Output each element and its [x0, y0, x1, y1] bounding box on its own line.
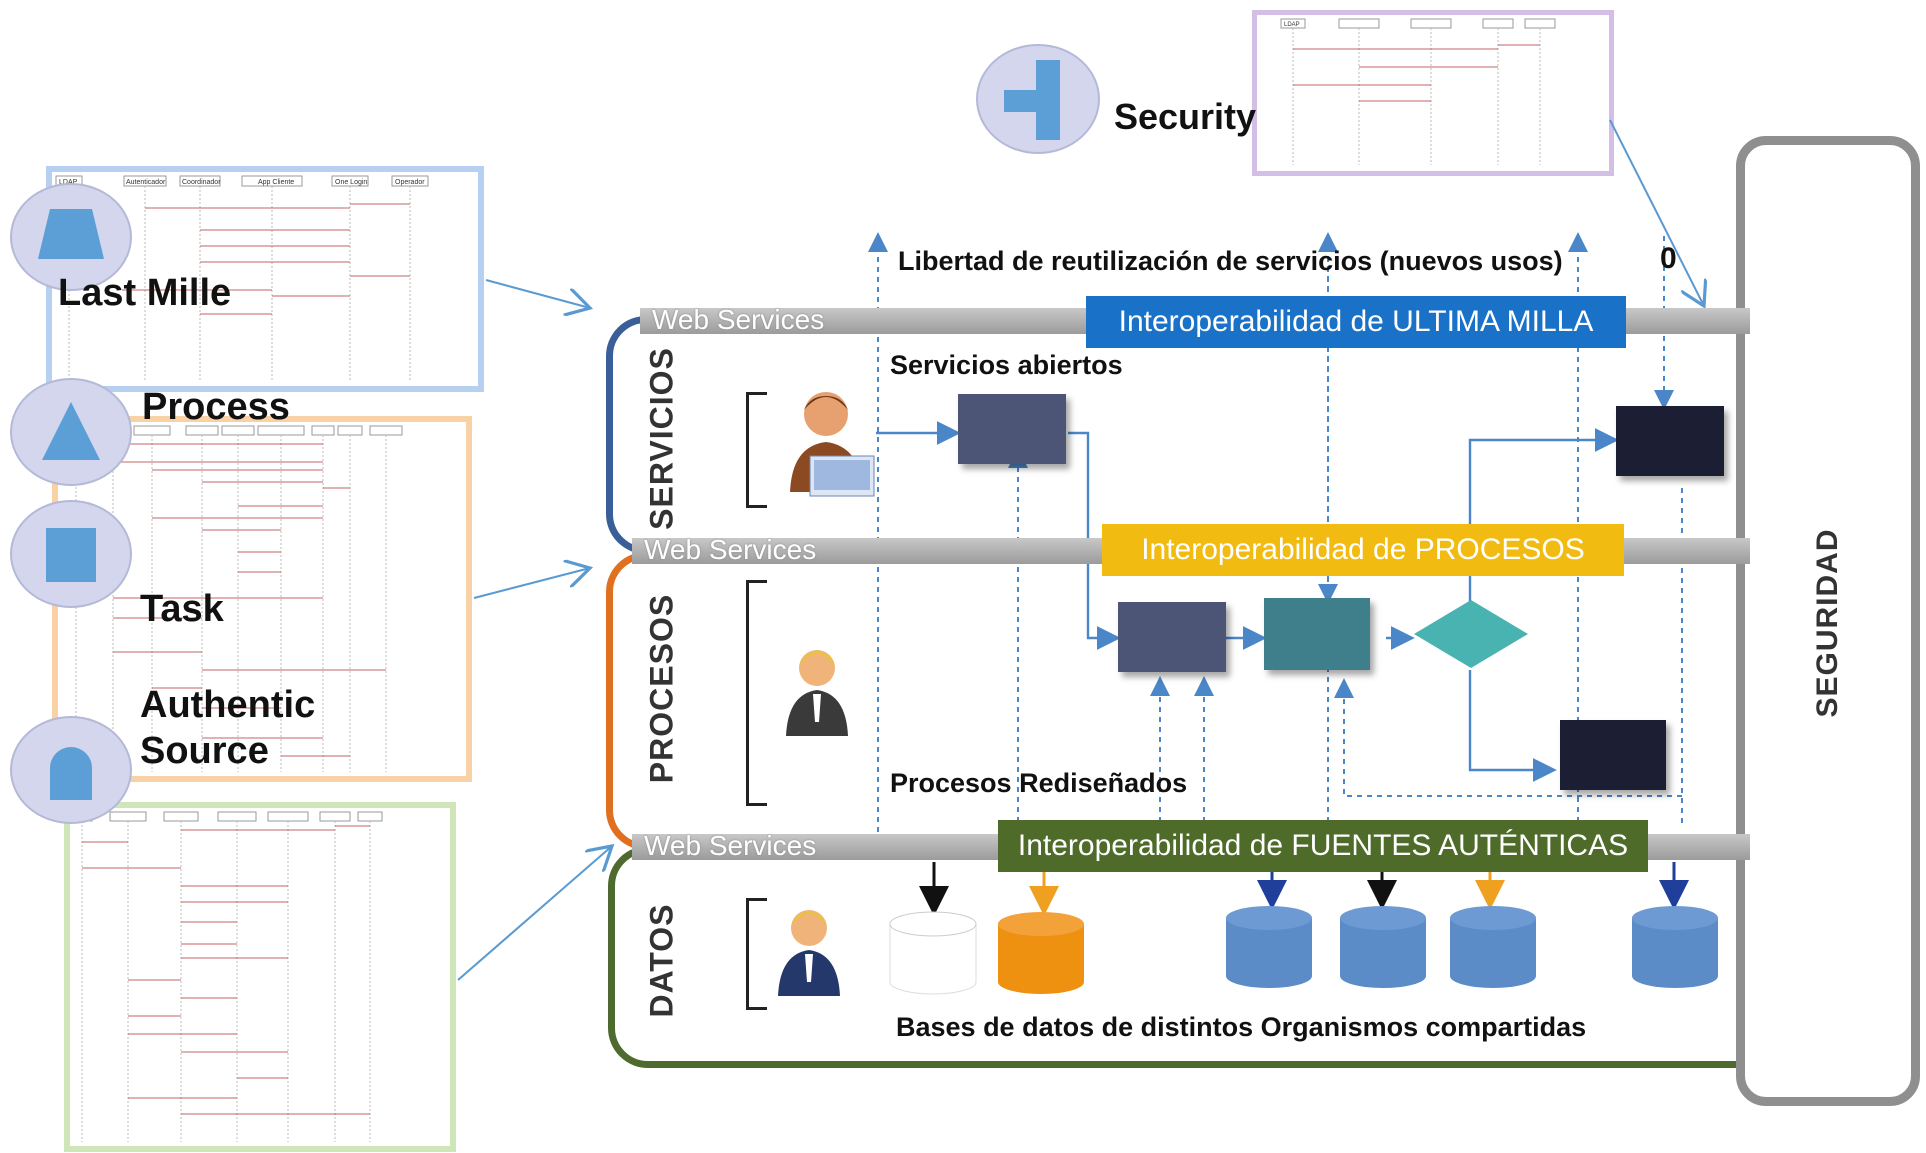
datos-label: DATOS [643, 903, 680, 1018]
square-icon [46, 528, 96, 582]
zero-mark: 0 [1660, 242, 1677, 275]
servicios-label: SERVICIOS [643, 347, 680, 530]
svg-text:LDAP: LDAP [59, 179, 78, 186]
task-circle [10, 500, 132, 608]
svg-text:One Login: One Login [335, 179, 367, 186]
last-mile-circle [10, 183, 132, 291]
process-circle [10, 378, 132, 486]
process-card: LDAP [52, 416, 472, 782]
sequence-diagram-thumbnail [71, 811, 383, 1142]
web-services-label: Web Services [652, 304, 825, 335]
authentic-source-circle [10, 716, 132, 824]
database-cylinder-blue [1340, 906, 1426, 988]
database-cylinder-blue [1226, 906, 1312, 988]
banner-ultima-milla: Interoperabilidad de ULTIMA MILLA [1086, 296, 1626, 348]
decision-diamond [1414, 600, 1528, 668]
seguridad-pillar [1736, 136, 1920, 1106]
database-cylinder-blue [1632, 906, 1718, 988]
database-cylinder-blue [1450, 906, 1536, 988]
svg-text:Coordinador: Coordinador [182, 179, 221, 186]
pointer-line [485, 279, 590, 308]
web-services-label: Web Services [644, 534, 817, 565]
authentic-label-line1: Authentic [140, 684, 316, 726]
datos-caption: Bases de datos de distintos Organismos c… [896, 1012, 1587, 1042]
security-label: Security [1114, 96, 1257, 137]
banner-fuentes-autenticas: Interoperabilidad de FUENTES AUTÉNTICAS [998, 820, 1648, 872]
servicio-output-box [1616, 406, 1724, 476]
authentic-source-card [64, 802, 456, 1152]
pointer-line [457, 846, 612, 981]
pointer-line [1609, 119, 1704, 306]
procesos-label: PROCESOS [643, 593, 680, 784]
svg-text:Autenticador: Autenticador [126, 179, 166, 186]
proceso-box [1118, 602, 1226, 672]
pointer-line [473, 568, 590, 599]
security-card: LDAP [1252, 10, 1614, 176]
servicios-caption: Servicios abiertos [890, 350, 1123, 380]
authentic-label-line2: Source [140, 730, 269, 772]
reuse-note: Libertad de reutilización de servicios (… [898, 246, 1563, 276]
task-label: Task [140, 588, 224, 630]
procesos-bracket [746, 580, 767, 806]
web-services-label: Web Services [644, 830, 817, 861]
trapezoid-icon [38, 209, 104, 259]
arch-icon [50, 747, 92, 800]
t-shape-icon [1004, 60, 1060, 140]
user-icon [778, 910, 840, 996]
process-label: Process [142, 386, 290, 428]
user-with-laptop-icon [790, 392, 875, 497]
proceso-output-box [1560, 720, 1666, 790]
seguridad-label: SEGURIDAD [1811, 528, 1844, 718]
svg-text:LDAP: LDAP [1284, 22, 1300, 28]
user-icon [786, 650, 848, 736]
datos-bracket [746, 898, 767, 1010]
security-circle [976, 44, 1100, 154]
svg-text:Operador: Operador [395, 179, 425, 186]
last-mile-label: Last Mille [58, 272, 232, 314]
database-cylinder-orange [998, 912, 1084, 994]
servicio-box [958, 394, 1066, 464]
proceso-box-teal [1264, 598, 1370, 670]
servicios-bracket [746, 392, 767, 508]
triangle-icon [42, 402, 100, 460]
banner-procesos: Interoperabilidad de PROCESOS [1102, 524, 1624, 576]
database-cylinder-white [889, 911, 977, 995]
procesos-caption: Procesos Rediseñados [890, 768, 1188, 798]
svg-text:App Cliente: App Cliente [258, 179, 294, 186]
sequence-diagram-thumbnail: LDAP [1280, 18, 1556, 165]
